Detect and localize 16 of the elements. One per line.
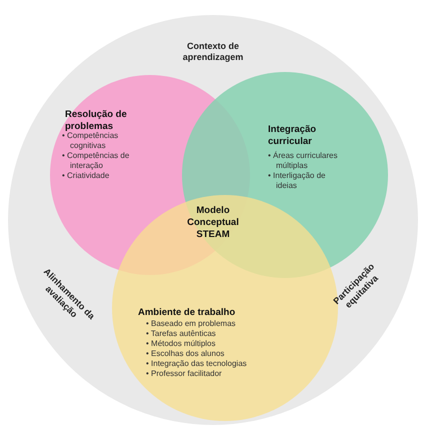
bullet-item: • Áreas curriculares múltiplas bbox=[268, 151, 338, 171]
bullet-item: • Competências cognitivas bbox=[62, 131, 120, 151]
bullet-item: • Integração das tecnologias bbox=[146, 359, 248, 369]
bullet-item: • Tarefas autênticas bbox=[146, 329, 217, 339]
circle-heading: Integração curricular bbox=[268, 124, 318, 148]
circle-heading: Resolução de problemas bbox=[65, 109, 128, 132]
ring-label: Contexto de aprendizagem bbox=[182, 41, 244, 63]
circle-heading: Ambiente de trabalho bbox=[138, 307, 236, 319]
bullet-item: • Baseado em problemas bbox=[146, 319, 237, 329]
bullet-item: • Competências de interação bbox=[62, 151, 130, 171]
bullet-item: • Criatividade bbox=[62, 171, 110, 181]
bullet-item: • Professor facilitador bbox=[146, 369, 223, 379]
bullet-item: • Métodos múltiplos bbox=[146, 339, 216, 349]
center-label: Modelo Conceptual STEAM bbox=[186, 205, 240, 241]
bullet-item: • Escolhas dos alunos bbox=[146, 349, 226, 359]
bullet-item: • Interligação de ideias bbox=[268, 171, 327, 191]
